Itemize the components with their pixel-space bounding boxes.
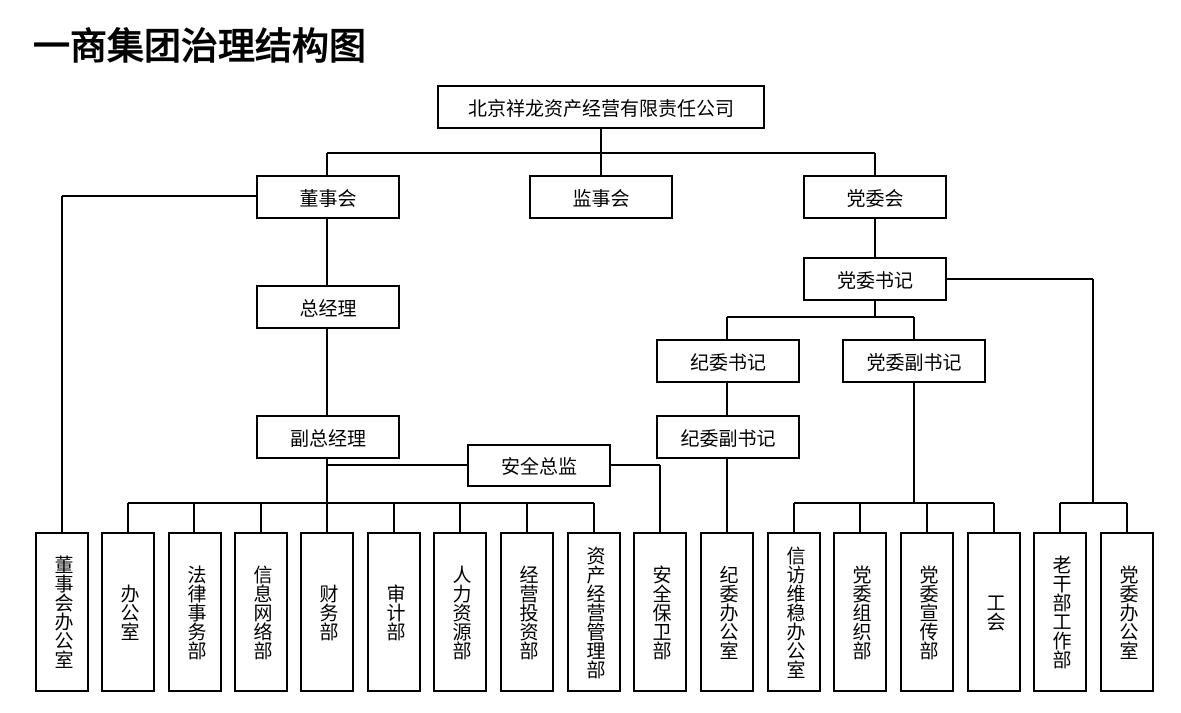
chart-title: 一商集团治理结构图 [33,25,366,68]
deputy-discipline-secretary-box: 纪委副书记 [656,415,800,459]
party-secretary-box: 党委书记 [803,257,947,301]
dept-legal-affairs: 法律事务部 [168,532,222,692]
general-manager-box: 总经理 [256,285,400,329]
dept-party-publicity: 党委宣传部 [900,532,954,692]
dept-discipline-office: 纪委办公室 [700,532,754,692]
dept-labor-union: 工会 [967,532,1021,692]
dept-information-network: 信息网络部 [234,532,288,692]
supervisory-board-box: 监事会 [529,175,673,219]
party-committee-box: 党委会 [803,175,947,219]
dept-general-office: 办公室 [101,532,155,692]
dept-security: 安全保卫部 [633,532,687,692]
dept-audit: 审计部 [367,532,421,692]
dept-party-organization: 党委组织部 [833,532,887,692]
dept-veteran-cadres: 老干部工作部 [1033,532,1087,692]
board-box: 董事会 [256,175,400,219]
dept-asset-management: 资产经营管理部 [567,532,621,692]
company-box: 北京祥龙资产经营有限责任公司 [437,85,765,129]
dept-finance: 财务部 [300,532,354,692]
deputy-party-secretary-box: 党委副书记 [842,339,986,383]
safety-director-box: 安全总监 [467,444,611,487]
deputy-general-manager-box: 副总经理 [256,415,400,459]
dept-petition-stability: 信访维稳办公室 [767,532,821,692]
dept-party-office: 党委办公室 [1100,532,1154,692]
dept-operations-investment: 经营投资部 [500,532,554,692]
dept-human-resources: 人力资源部 [433,532,487,692]
discipline-secretary-box: 纪委书记 [656,339,800,383]
dept-board-office: 董事会办公室 [35,532,89,692]
